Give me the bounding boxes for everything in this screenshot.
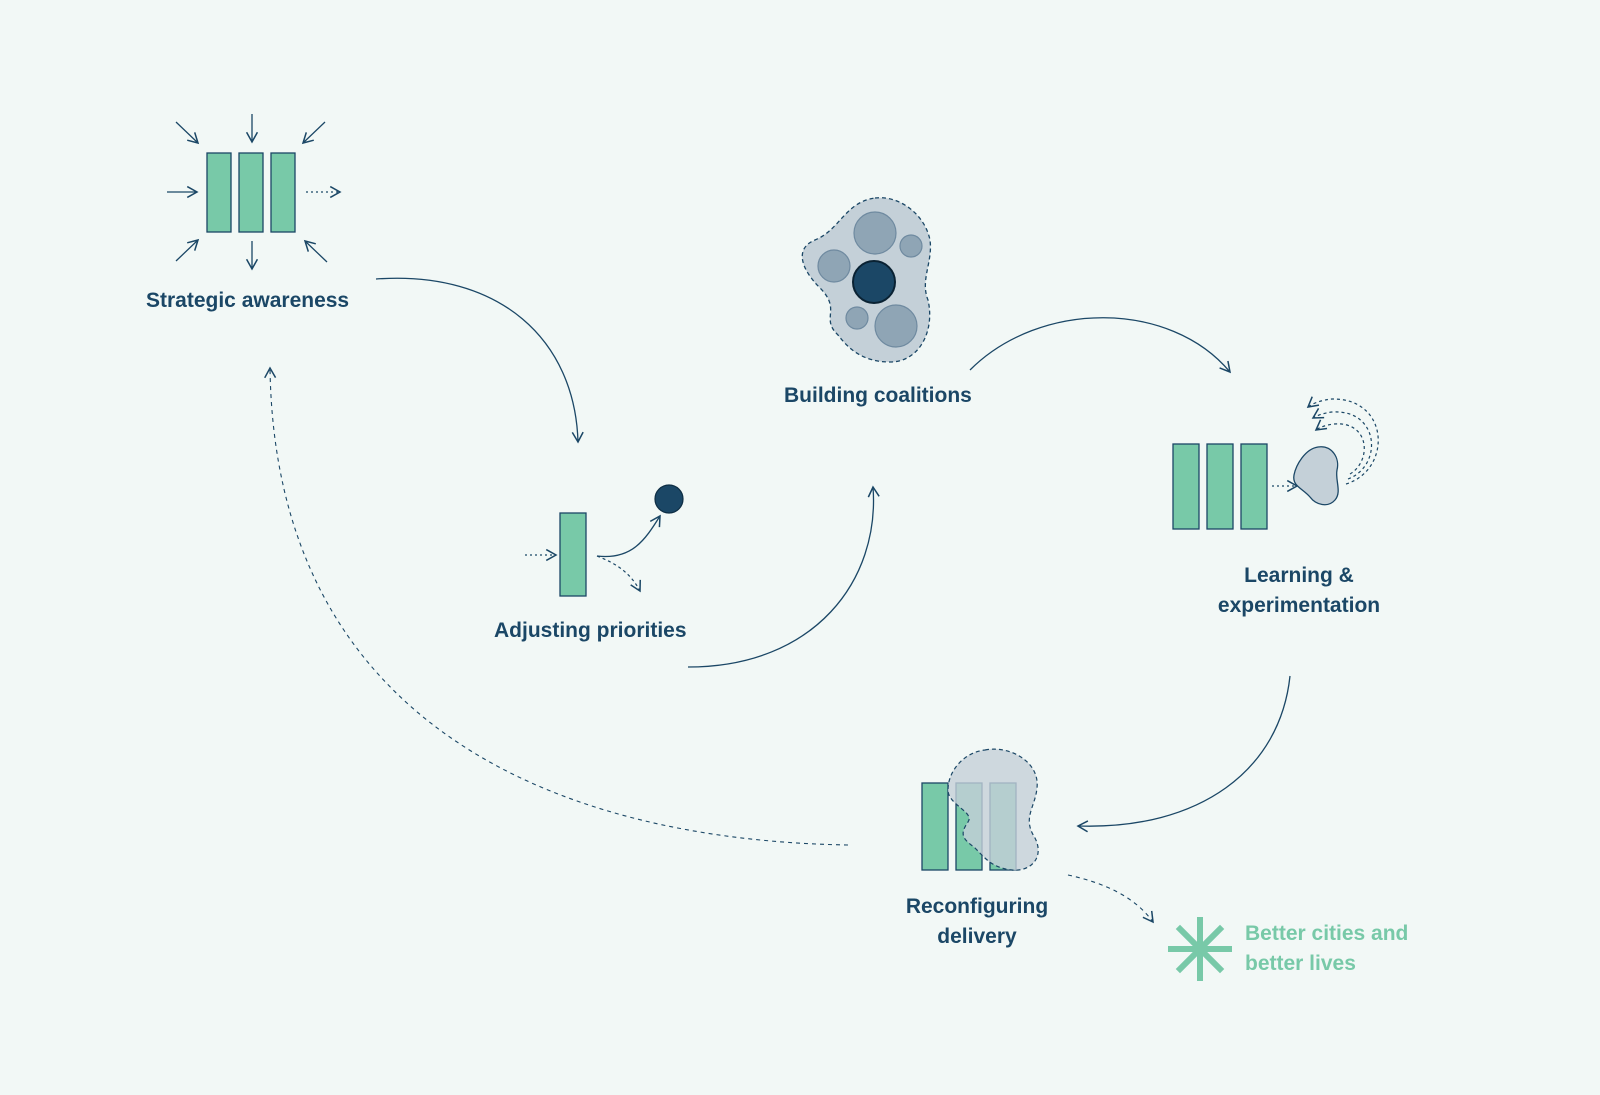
adjusting-priorities-text: Adjusting priorities xyxy=(494,619,687,642)
outcome-label: Better cities and better lives xyxy=(1245,919,1408,979)
building-coalitions-text: Building coalitions xyxy=(784,384,972,407)
core-node xyxy=(852,260,896,304)
arrow-learning-to-reconfiguring xyxy=(1076,675,1291,833)
reconfiguring-line1: Reconfiguring xyxy=(905,895,1049,918)
priority-dot xyxy=(654,484,684,514)
learning-line1: Learning & xyxy=(1244,564,1354,587)
feedback-loop-arrows xyxy=(1306,396,1379,485)
reconfiguring-icon xyxy=(921,748,1039,871)
strategic-awareness-icon xyxy=(167,114,342,271)
cycle-arrows xyxy=(264,277,1291,924)
arrow-reconfiguring-to-awareness xyxy=(264,366,849,846)
learning-line2: experimentation xyxy=(1217,594,1381,617)
arrow-awareness-to-priorities xyxy=(375,277,584,444)
learning-icon xyxy=(1172,396,1379,530)
learning-label: Learning & experimentation xyxy=(1204,561,1394,621)
arrow-priorities-to-coalitions xyxy=(687,485,880,668)
building-coalitions-label: Building coalitions xyxy=(784,381,972,411)
inward-arrows xyxy=(167,114,328,271)
outcome-line2: better lives xyxy=(1245,952,1356,975)
adjusting-priorities-label: Adjusting priorities xyxy=(494,616,687,646)
building-coalitions-icon xyxy=(801,197,932,363)
outcome-line1: Better cities and xyxy=(1245,922,1409,945)
reconfig-blob xyxy=(947,748,1039,871)
strategic-awareness-text: Strategic awareness xyxy=(146,289,350,312)
reconfiguring-line2: delivery xyxy=(937,925,1017,948)
reconfiguring-label: Reconfiguring delivery xyxy=(890,892,1064,952)
arrow-coalitions-to-learning xyxy=(969,317,1232,374)
arrow-reconfiguring-to-outcome xyxy=(1067,874,1154,924)
adjusting-priorities-icon xyxy=(525,484,684,597)
experiment-blob xyxy=(1293,446,1339,506)
asterisk-icon xyxy=(1168,917,1232,981)
strategic-awareness-label: Strategic awareness xyxy=(146,286,349,316)
